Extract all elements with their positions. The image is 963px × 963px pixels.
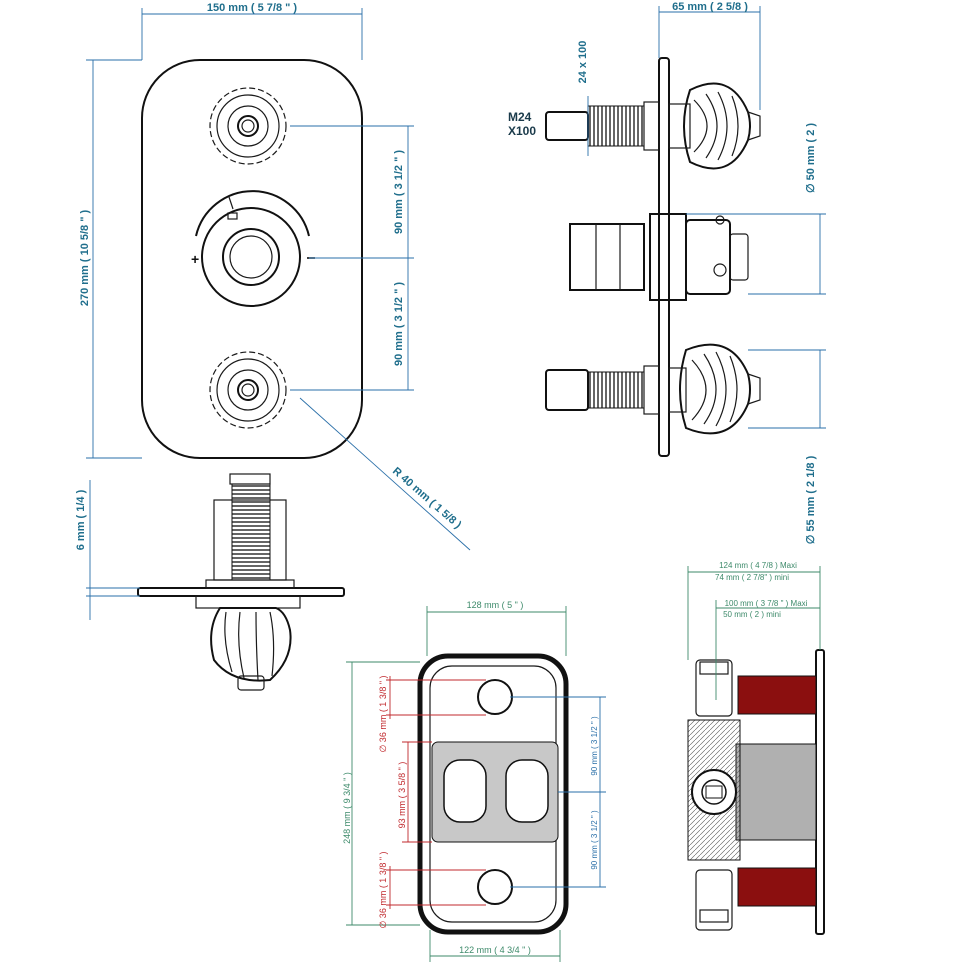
- plate-width-bottom-label: 122 mm ( 4 3/4 " ): [459, 945, 531, 955]
- lower-threaded-shaft: [587, 371, 645, 409]
- body-wall-plate: [815, 649, 825, 935]
- bottom-hole: [477, 869, 513, 905]
- diameter-lower-label: ∅ 55 mm ( 2 1/8 ): [805, 455, 817, 544]
- front-width-label: 150 mm ( 5 7/8 " ): [207, 2, 298, 14]
- thread-size-label: 24 x 100: [577, 41, 589, 84]
- top-handle-knob: [209, 87, 287, 165]
- middle-cartridge: [569, 213, 749, 301]
- thread-spec-line1: M24: [508, 110, 532, 124]
- body-max-embed-label: 100 mm ( 3 7/8 " ) Maxi: [725, 599, 808, 608]
- top-hole: [477, 679, 513, 715]
- front-radius-label: R 40 mm ( 1 5/8 ): [390, 465, 464, 531]
- lower-side-knob: [668, 343, 761, 435]
- bottom-view: 6 mm ( 1/4 ): [75, 473, 345, 691]
- plate-spacing-top-label: 90 mm ( 3 1/2 " ): [590, 716, 599, 776]
- body-view: 124 mm ( 4 7/8 ) Maxi 74 mm ( 2 7/8" ) m…: [687, 561, 825, 935]
- upper-threaded-shaft: [587, 105, 645, 147]
- body-min-embed-label: 50 mm ( 2 ) mini: [723, 610, 781, 619]
- body-housing: [735, 743, 817, 841]
- escutcheon-plate: [141, 59, 363, 459]
- plate-width-top-label: 128 mm ( 5 " ): [467, 600, 524, 610]
- plate-spacing-bottom-label: 90 mm ( 3 1/2 " ): [590, 810, 599, 870]
- upper-red-pipe: [737, 675, 817, 715]
- thread-spec-line2: X100: [508, 124, 536, 138]
- plate-hole-bottom-label: ∅ 36 mm ( 1 3/8 " ): [378, 851, 388, 928]
- plus-sign: +: [191, 251, 199, 267]
- bottom-handle-knob: [209, 351, 287, 429]
- diameter-upper-label: ∅ 50 mm ( 2 ): [805, 123, 817, 193]
- bottom-plate: [137, 587, 345, 597]
- bottom-threaded-shaft: [231, 483, 271, 581]
- side-view: 65 mm ( 2 5/8 ) 24 x 100 M24 X100 ∅ 50 m…: [508, 1, 826, 544]
- front-spacing-top-label: 90 mm ( 3 1/2 " ): [393, 150, 405, 234]
- wall-plate-outer: [417, 653, 569, 935]
- side-depth-label: 65 mm ( 2 5/8 ): [672, 1, 748, 13]
- bottom-thickness-label: 6 mm ( 1/4 ): [75, 489, 87, 550]
- plate-hole-top-label: ∅ 36 mm ( 1 3/8 " ): [378, 675, 388, 752]
- upper-side-knob: [668, 82, 761, 170]
- thermostat-dial: [195, 190, 310, 307]
- bottom-knob: [210, 607, 292, 691]
- body-max-depth-label: 124 mm ( 4 7/8 ) Maxi: [719, 561, 797, 570]
- plate-height-label: 248 mm ( 9 3/4 " ): [342, 772, 352, 844]
- wall-plate-view: 128 mm ( 5 " ) 122 mm ( 4 3/4 " ) 248 mm…: [342, 600, 606, 962]
- front-view: + 150 mm ( 5 7/8 " ) 270 mm ( 10 5/8 " )…: [79, 2, 471, 551]
- lower-red-pipe: [737, 867, 817, 907]
- body-min-depth-label: 74 mm ( 2 7/8" ) mini: [715, 573, 789, 582]
- side-plate: [658, 57, 670, 457]
- front-spacing-bottom-label: 90 mm ( 3 1/2 " ): [393, 282, 405, 366]
- plate-body-height-label: 93 mm ( 3 5/8 " ): [397, 762, 407, 829]
- front-height-label: 270 mm ( 10 5/8 " ): [79, 210, 91, 307]
